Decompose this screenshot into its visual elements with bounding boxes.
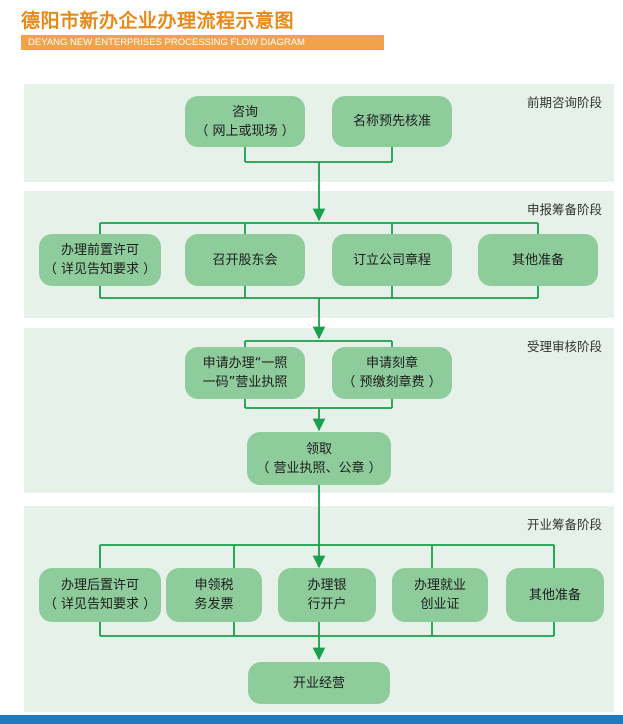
step-articles-of-association: 订立公司章程 xyxy=(332,234,452,286)
step-post-permit-line1: 办理后置许可 xyxy=(60,578,139,593)
step-seal-engraving-line2: （ 预缴刻章费 ） xyxy=(342,375,442,390)
step-business-license-line2: 一码”营业执照 xyxy=(202,375,288,390)
step-business-license: 申请办理“一照 一码”营业执照 xyxy=(185,347,305,399)
step-name-approval: 名称预先核准 xyxy=(332,96,452,147)
step-prior-permit-line2: （ 详见告知要求 ） xyxy=(43,262,157,277)
step-open-business-line1: 开业经营 xyxy=(292,675,345,691)
step-bank-account-line2: 行开户 xyxy=(307,597,347,612)
step-other-prep-2-line1: 其他准备 xyxy=(528,587,581,603)
step-post-permit-line2: （ 详见告知要求 ） xyxy=(43,597,157,612)
step-consultation-line2: （ 网上或现场 ） xyxy=(195,123,295,139)
stage-label-application: 申报筹备阶段 xyxy=(526,202,602,217)
step-prior-permit-line1: 办理前置许可 xyxy=(60,243,139,258)
step-seal-engraving-line1: 申请刻章 xyxy=(365,356,418,371)
step-consultation: 咨询 （ 网上或现场 ） xyxy=(185,96,305,147)
step-collect-line2: （ 营业执照、公章 ） xyxy=(256,460,382,476)
stage-label-review: 受理审核阶段 xyxy=(526,339,602,354)
step-other-prep-1: 其他准备 xyxy=(478,234,598,286)
step-employment-line1: 办理就业 xyxy=(413,578,466,593)
step-post-permit: 办理后置许可 （ 详见告知要求 ） xyxy=(39,568,161,622)
step-other-prep-1-line1: 其他准备 xyxy=(511,252,564,268)
step-shareholder-meeting-line1: 召开股东会 xyxy=(212,252,278,268)
step-collect-line1: 领取 xyxy=(305,441,332,457)
step-tax-invoice-line1: 申领税 xyxy=(194,578,234,593)
step-business-license-line1: 申请办理“一照 xyxy=(202,356,288,371)
step-employment-certificate: 办理就业 创业证 xyxy=(392,568,488,622)
bottom-accent-bar xyxy=(0,715,623,724)
step-tax-invoice: 申领税 务发票 xyxy=(166,568,262,622)
step-employment-line2: 创业证 xyxy=(420,597,460,612)
step-shareholder-meeting: 召开股东会 xyxy=(185,234,305,286)
stage-label-opening: 开业筹备阶段 xyxy=(526,517,602,532)
step-bank-account: 办理银 行开户 xyxy=(278,568,376,622)
step-seal-engraving: 申请刻章 （ 预缴刻章费 ） xyxy=(332,347,452,399)
step-open-business: 开业经营 xyxy=(248,662,390,704)
step-other-prep-2: 其他准备 xyxy=(506,568,604,622)
step-collect: 领取 （ 营业执照、公章 ） xyxy=(247,432,391,485)
step-name-approval-line1: 名称预先核准 xyxy=(352,114,431,129)
diagram-subtitle: DEYANG NEW ENTERPRISES PROCESSING FLOW D… xyxy=(21,35,384,50)
connector-lines xyxy=(99,147,555,661)
step-tax-invoice-line2: 务发票 xyxy=(194,597,234,612)
step-bank-account-line1: 办理银 xyxy=(307,578,347,593)
step-consultation-line1: 咨询 xyxy=(231,104,258,120)
stage-label-consultation: 前期咨询阶段 xyxy=(526,95,602,110)
step-prior-permit: 办理前置许可 （ 详见告知要求 ） xyxy=(39,234,161,286)
step-articles-line1: 订立公司章程 xyxy=(352,252,431,268)
diagram-title: 德阳市新办企业办理流程示意图 xyxy=(21,10,295,32)
